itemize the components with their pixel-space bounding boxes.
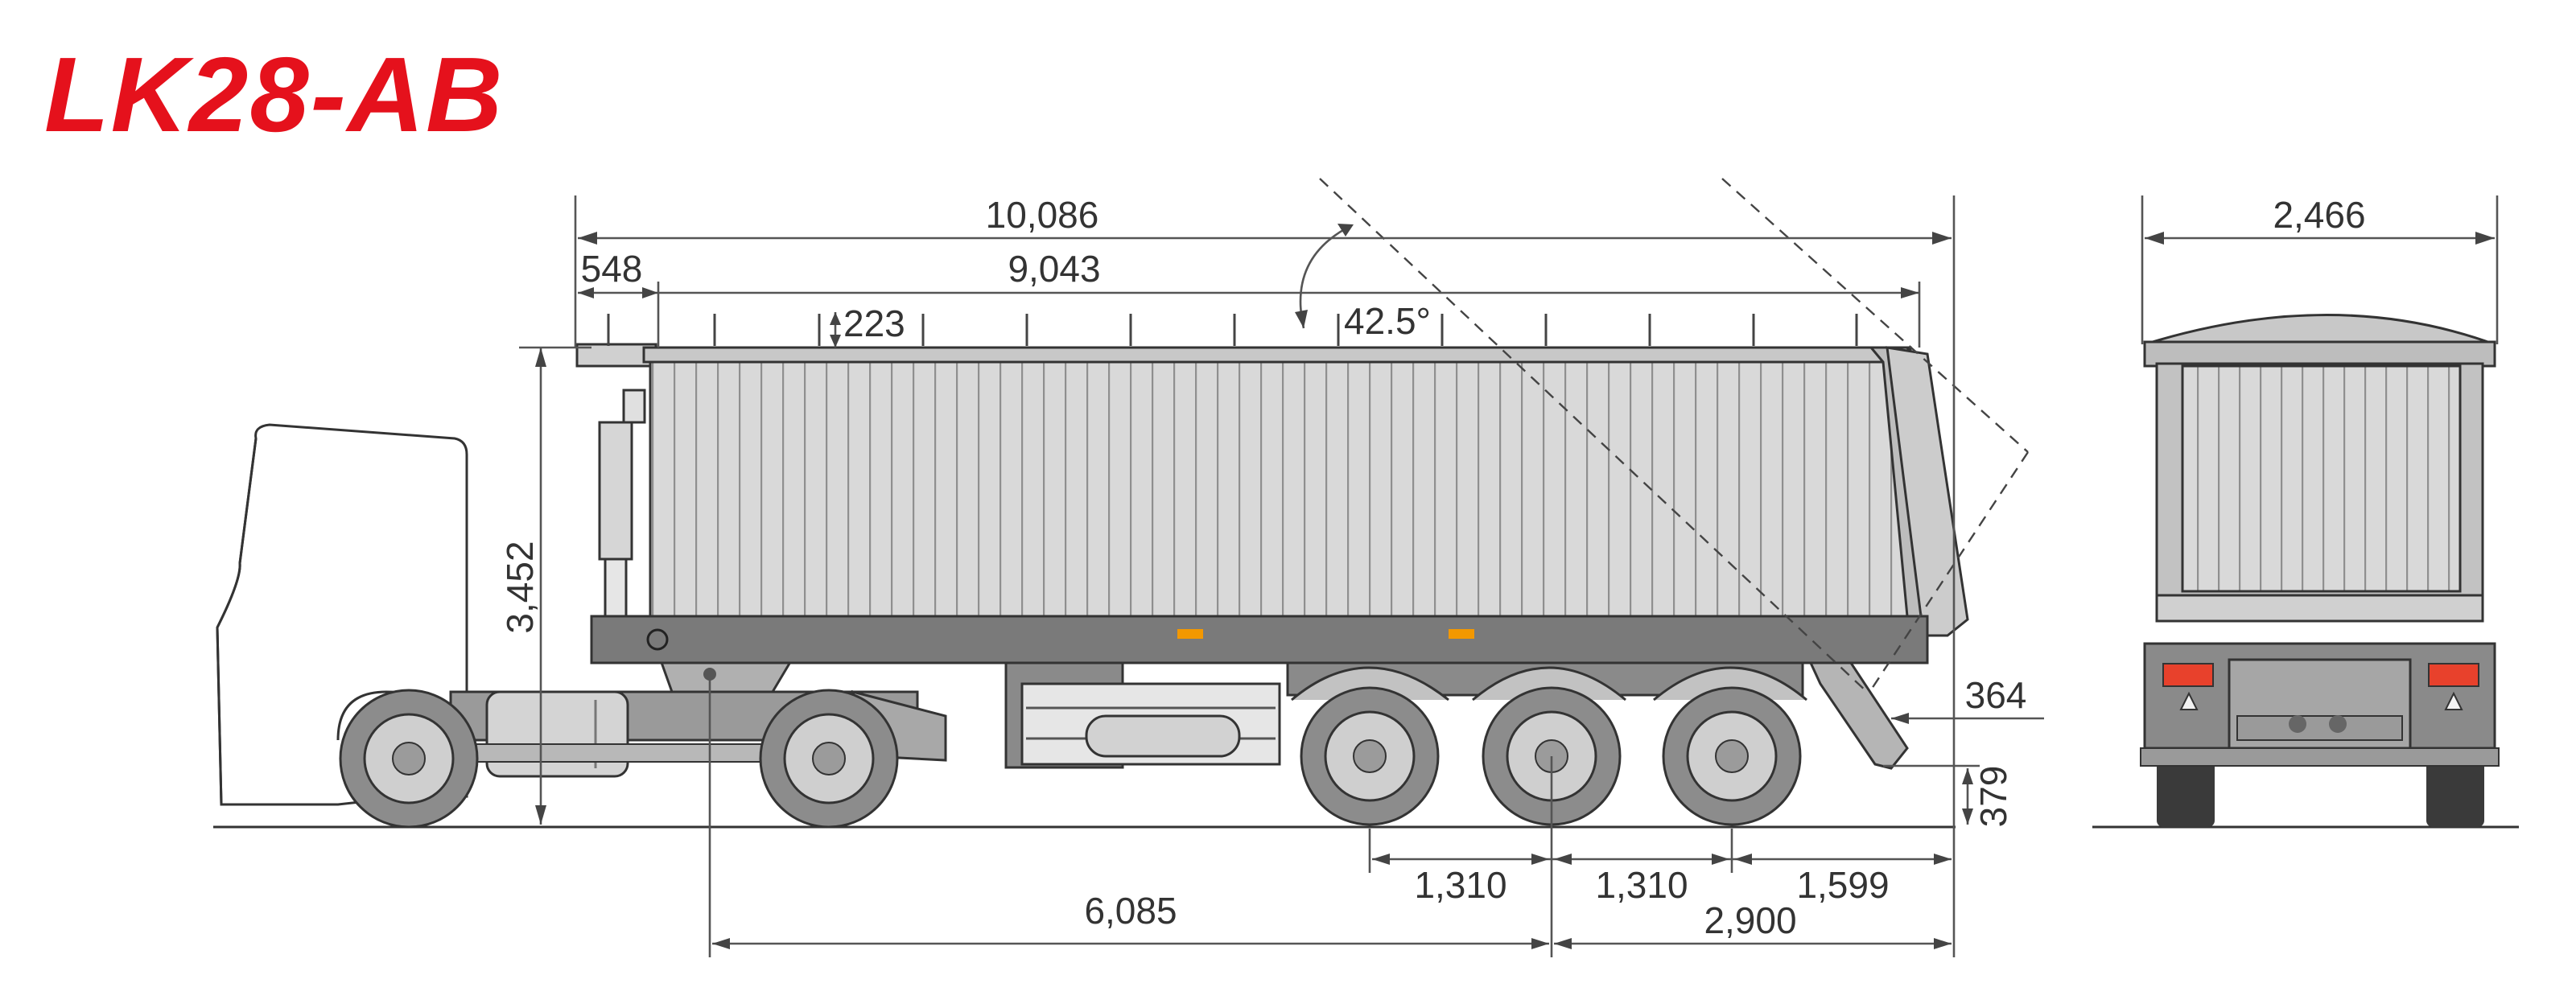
dim-overall-width-label: 2,466 (2273, 194, 2365, 236)
side-marker-lamp-rear (1449, 629, 1474, 639)
tail-light-left (2162, 663, 2214, 687)
tipping-cylinder (598, 389, 646, 633)
dim-overall-length-label: 10,086 (986, 194, 1099, 236)
dim-axle-chain: 1,310 1,310 1,599 (1368, 619, 1956, 957)
dim-kingpin-chain: 6,085 2,900 (708, 674, 1952, 957)
dim-tilt-angle: 42.5° (1295, 224, 1431, 342)
dim-rear-frame-drop: 364 (1891, 674, 2044, 724)
dim-axle-spacing-1-label: 1,310 (1414, 864, 1506, 906)
dim-overall-height: 3,452 (499, 346, 591, 825)
dim-rear-frame-drop-label: 364 (1965, 674, 2027, 716)
rear-underrun-bar (1808, 661, 1909, 770)
dim-body-length: 9,043 (658, 248, 1921, 348)
model-title: LK28-AB (44, 35, 504, 154)
dim-overall-height-label: 3,452 (499, 541, 541, 633)
side-underrun-guard (1020, 682, 1281, 766)
cargo-body-side (642, 346, 1969, 637)
dim-kingpin-label: 6,085 (1084, 890, 1177, 932)
side-marker-lamp-front (1177, 629, 1203, 639)
dim-front-overhang: 548 (578, 248, 660, 348)
dim-overall-width: 2,466 (2141, 194, 2499, 344)
trailer-frame (590, 615, 1929, 769)
rear-view (2140, 314, 2500, 827)
dim-axle-to-rear-label: 2,900 (1704, 899, 1796, 941)
dim-top-rail: 223 (830, 302, 905, 348)
dim-rear-clearance-label: 379 (1972, 766, 2014, 828)
dim-top-rail-label: 223 (843, 302, 905, 344)
dim-rear-clearance: 379 (1883, 764, 2014, 828)
dim-overall-length: 10,086 (574, 194, 1956, 619)
tractor-rear-wheel (759, 689, 899, 829)
trailer-wheel-1 (1300, 686, 1440, 826)
trailer-wheel-3 (1662, 686, 1802, 826)
cover-stakes (607, 314, 1858, 346)
dim-rear-overhang-label: 1,599 (1796, 864, 1889, 906)
dim-body-length-label: 9,043 (1008, 248, 1100, 290)
tail-light-right (2428, 663, 2479, 687)
dim-front-overhang-label: 548 (581, 248, 643, 290)
dim-tilt-angle-label: 42.5° (1344, 300, 1431, 342)
tilt-outline (1319, 178, 2030, 694)
tractor-front-wheel (339, 689, 479, 829)
dim-axle-spacing-2-label: 1,310 (1595, 864, 1688, 906)
